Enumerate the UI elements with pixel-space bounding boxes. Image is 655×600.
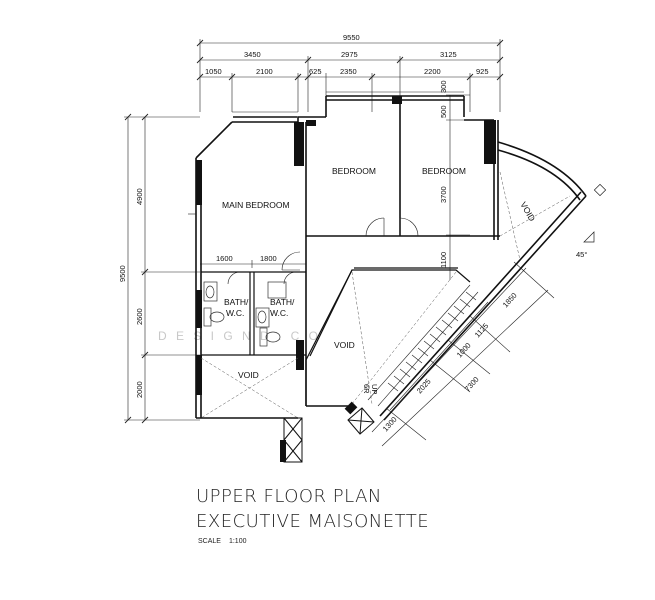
label-stair-6r: 6R — [362, 384, 371, 394]
dim-overall-width: 9550 — [343, 33, 360, 42]
label-stair-up: UP — [370, 384, 379, 394]
dim-3700: 3700 — [439, 186, 448, 203]
dim-2350: 2350 — [340, 67, 357, 76]
dim-925: 925 — [476, 67, 489, 76]
void-bottom-cross — [200, 357, 299, 419]
dim-3450: 3450 — [244, 50, 261, 59]
bath-fixtures — [203, 281, 287, 347]
label-bath2-line1: BATH/ — [270, 297, 295, 307]
dim-625: 625 — [309, 67, 322, 76]
dim-1050: 1050 — [205, 67, 222, 76]
left-dim-ticks — [124, 113, 149, 424]
top-dimensions — [199, 39, 501, 112]
dim-angle: 45° — [576, 250, 587, 259]
dim-2000: 2000 — [135, 381, 144, 398]
top-dim-ticks — [196, 39, 504, 81]
label-void-center: VOID — [334, 340, 355, 350]
void-center-outline — [305, 267, 471, 406]
doors — [227, 217, 419, 285]
bath-walls — [201, 271, 306, 356]
void-right-cross — [499, 171, 571, 261]
left-dimensions — [124, 116, 200, 421]
floor-plan-drawing: 9550 3450 2975 3125 1050 2100 625 2350 2… — [118, 33, 607, 463]
label-bedroom-2: BEDROOM — [422, 166, 466, 176]
right-dim-lines — [446, 94, 470, 280]
label-bath1-line2: W.C. — [226, 308, 244, 318]
dim-1850: 1850 — [501, 291, 519, 309]
dim-4900: 4900 — [135, 188, 144, 205]
wall-blocks — [196, 96, 496, 395]
dim-2100: 2100 — [256, 67, 273, 76]
dim-1125: 1125 — [473, 321, 490, 339]
angle-marker — [583, 183, 607, 243]
wall-dark-bottom — [280, 401, 358, 462]
dim-300: 300 — [439, 80, 448, 93]
watermark-text: D E S I G N D . C O — [158, 329, 321, 343]
dim-1300: 1300 — [381, 415, 399, 433]
bath-dim-lines — [200, 260, 306, 268]
plan-subtitle: EXECUTIVE MAISONETTE — [196, 511, 430, 532]
dim-2600: 2600 — [135, 308, 144, 325]
dim-1000: 1000 — [455, 341, 473, 359]
scale-value: 1:100 — [228, 538, 247, 545]
label-main-bedroom: MAIN BEDROOM — [222, 200, 290, 210]
dim-1600: 1600 — [216, 254, 233, 263]
label-bath1-line1: BATH/ — [224, 297, 249, 307]
dim-overall-height: 9500 — [118, 265, 127, 282]
label-void-right: VOID — [518, 200, 537, 223]
scale-note: SCALE 1:100 — [198, 538, 255, 545]
dim-2200: 2200 — [424, 67, 441, 76]
dim-3125: 3125 — [440, 50, 457, 59]
dim-500: 500 — [439, 105, 448, 118]
label-bedroom-1: BEDROOM — [332, 166, 376, 176]
staircase — [367, 284, 489, 411]
label-bath2-line2: W.C. — [270, 308, 288, 318]
entry-boxes — [283, 407, 375, 463]
void-center-cross — [351, 271, 457, 405]
dim-1100: 1100 — [439, 252, 448, 268]
dim-7300: 7300 — [463, 375, 481, 393]
diagonal-dimensions — [371, 261, 555, 447]
dim-1800: 1800 — [260, 254, 277, 263]
label-void-bottom: VOID — [238, 370, 259, 380]
plan-title: UPPER FLOOR PLAN — [196, 486, 382, 507]
windows — [188, 91, 464, 215]
scale-label: SCALE — [198, 538, 221, 545]
dim-2975: 2975 — [341, 50, 358, 59]
